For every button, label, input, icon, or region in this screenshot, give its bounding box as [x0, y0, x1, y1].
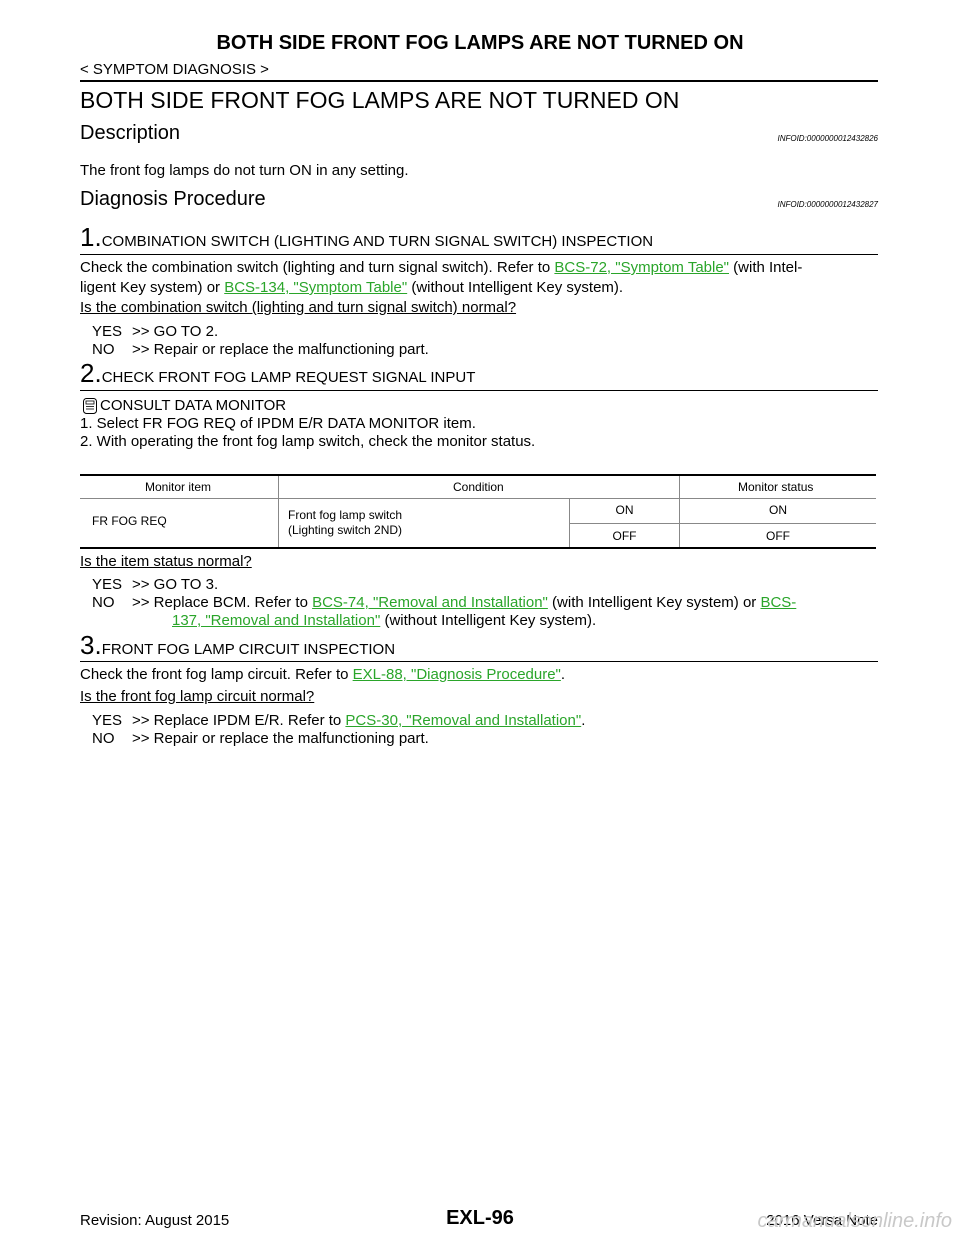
answer-code: NO: [92, 341, 115, 358]
step1-text: Check the combination switch (lighting a…: [80, 258, 880, 298]
link-pcs-30[interactable]: PCS-30, "Removal and Installation": [345, 712, 582, 729]
step1-question: Is the combination switch (lighting and …: [80, 299, 517, 316]
step3-text-a: Check the front fog lamp circuit. Refer …: [80, 666, 353, 683]
table-col-divider: [278, 476, 279, 548]
link-bcs-74[interactable]: BCS-74, "Removal and Installation": [312, 594, 548, 611]
table-cell-status-off: OFF: [766, 529, 790, 543]
description-text: The front fog lamps do not turn ON in an…: [80, 162, 409, 179]
breadcrumb: < SYMPTOM DIAGNOSIS >: [80, 61, 269, 78]
step3-divider: [80, 661, 878, 662]
step1-answer-yes: YES >> GO TO 2.: [92, 323, 218, 341]
step1-number: 1.: [80, 222, 102, 252]
step3-text-b: .: [560, 666, 566, 683]
table-cell-monitor-item: FR FOG REQ: [92, 514, 167, 528]
step2-divider: [80, 390, 878, 391]
step2-answer-no: NO >> Replace BCM. Refer to BCS-74, "Remo…: [92, 594, 796, 612]
answer-code: NO: [92, 730, 115, 747]
table-cell-state-on: ON: [615, 503, 634, 517]
step1-text-a: Check the combination switch (lighting a…: [80, 259, 555, 276]
table-header-rule: [80, 498, 876, 499]
step3-title: FRONT FOG LAMP CIRCUIT INSPECTION: [101, 641, 396, 658]
step2-title: CHECK FRONT FOG LAMP REQUEST SIGNAL INPU…: [101, 369, 476, 386]
answer-text: >> GO TO 3.: [132, 576, 219, 593]
answer-code: NO: [92, 594, 115, 611]
condition-line: (Lighting switch 2ND): [288, 523, 403, 537]
answer-text: .: [581, 712, 586, 729]
description-infoid: INFOID:0000000012432826: [777, 134, 878, 143]
table-cell-condition: Front fog lamp switch (Lighting switch 2…: [288, 508, 402, 538]
step3-answer-yes: YES >> Replace IPDM E/R. Refer to PCS-30,…: [92, 712, 585, 730]
table-header-monitor-status: Monitor status: [738, 480, 814, 494]
step2-answer-no-cont: 137, "Removal and Installation" (without…: [172, 612, 596, 630]
step1-text-c: ligent Key system) or: [80, 279, 225, 296]
answer-text: >> Repair or replace the malfunctioning …: [132, 341, 429, 358]
step3-question: Is the front fog lamp circuit normal?: [80, 688, 315, 705]
table-top-rule: [80, 474, 876, 476]
answer-text: (with Intelligent Key system) or: [547, 594, 761, 611]
step2-item-1: 1. Select FR FOG REQ of IPDM E/R DATA MO…: [80, 415, 476, 432]
procedure-heading: Diagnosis Procedure: [80, 188, 266, 210]
step2-number: 2.: [80, 358, 102, 388]
watermark: carmanualsonline.info: [757, 1210, 952, 1232]
page-number: EXL-96: [446, 1207, 514, 1229]
condition-line: Front fog lamp switch: [288, 508, 403, 522]
step2-answer-yes: YES >> GO TO 3.: [92, 576, 218, 594]
step2-heading: 2.CHECK FRONT FOG LAMP REQUEST SIGNAL IN…: [80, 358, 475, 389]
procedure-infoid: INFOID:0000000012432827: [777, 200, 878, 209]
table-cell-status-on: ON: [769, 503, 787, 517]
table-header-condition: Condition: [453, 480, 504, 494]
table-col-divider: [679, 476, 680, 548]
step1-divider: [80, 254, 878, 255]
page-title: BOTH SIDE FRONT FOG LAMPS ARE NOT TURNED…: [80, 87, 680, 113]
monitor-icon: [82, 397, 98, 420]
step1-text-d: (without Intelligent Key system).: [407, 279, 624, 296]
table-row-rule: [570, 523, 876, 524]
table-col-divider: [569, 499, 570, 548]
step3-heading: 3.FRONT FOG LAMP CIRCUIT INSPECTION: [80, 630, 395, 661]
table-cell-state-off: OFF: [612, 529, 637, 543]
answer-code: YES: [92, 712, 123, 729]
answer-code: YES: [92, 576, 123, 593]
step1-title: COMBINATION SWITCH (LIGHTING AND TURN SI…: [101, 233, 654, 250]
link-exl-88[interactable]: EXL-88, "Diagnosis Procedure": [352, 666, 561, 683]
footer-model: 2016 Versa Note: [766, 1212, 878, 1229]
consult-label: CONSULT DATA MONITOR: [100, 397, 287, 414]
footer-revision: Revision: August 2015: [80, 1212, 230, 1229]
link-bcs-137-cont[interactable]: 137, "Removal and Installation": [172, 612, 381, 629]
header-divider: [80, 80, 878, 82]
answer-text: >> Repair or replace the malfunctioning …: [132, 730, 429, 747]
answer-text: >> Replace IPDM E/R. Refer to: [132, 712, 346, 729]
answer-text: >> GO TO 2.: [132, 323, 219, 340]
step3-number: 3.: [80, 630, 102, 660]
step1-answer-no: NO >> Repair or replace the malfunctionin…: [92, 341, 429, 359]
step1-heading: 1.COMBINATION SWITCH (LIGHTING AND TURN …: [80, 222, 653, 253]
link-bcs-72[interactable]: BCS-72, "Symptom Table": [554, 259, 729, 276]
step2-item-2: 2. With operating the front fog lamp swi…: [80, 433, 536, 450]
table-header-monitor-item: Monitor item: [145, 480, 212, 494]
answer-text: (without Intelligent Key system).: [380, 612, 597, 629]
description-heading: Description: [80, 122, 181, 144]
step3-text: Check the front fog lamp circuit. Refer …: [80, 665, 880, 685]
step1-text-b: (with Intel-: [729, 259, 803, 276]
link-bcs-134[interactable]: BCS-134, "Symptom Table": [224, 279, 408, 296]
page-header-title: BOTH SIDE FRONT FOG LAMPS ARE NOT TURNED…: [216, 32, 744, 54]
answer-text: >> Replace BCM. Refer to: [132, 594, 313, 611]
step2-question: Is the item status normal?: [80, 553, 252, 570]
answer-code: YES: [92, 323, 123, 340]
step3-answer-no: NO >> Repair or replace the malfunctionin…: [92, 730, 429, 748]
link-bcs-137[interactable]: BCS-: [760, 594, 797, 611]
table-bottom-rule: [80, 547, 876, 549]
